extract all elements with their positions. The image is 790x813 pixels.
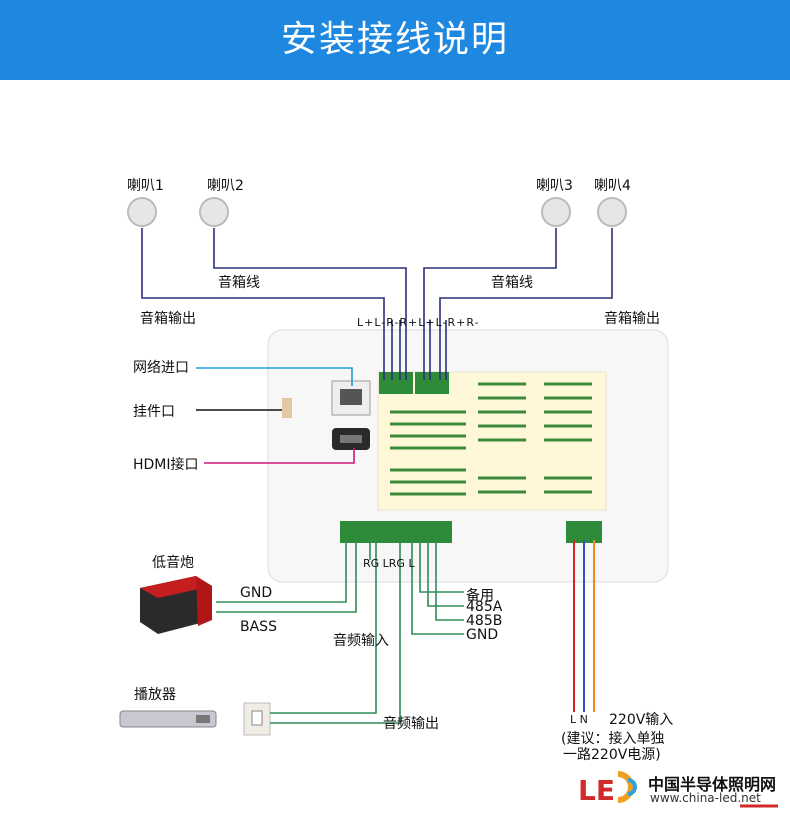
speaker-wire-right-label: 音箱线: [491, 275, 533, 291]
hdmi-socket: [340, 435, 362, 443]
speaker-2-label: 喇叭2: [207, 178, 244, 194]
advice-line-1: (建议：接入单独: [561, 731, 665, 747]
terminal-audio: [340, 521, 452, 543]
speaker-4-label: 喇叭4: [594, 178, 631, 194]
terminal-pins-label: L+L-R-R+L+L-R+R-: [357, 316, 480, 329]
terminal-speaker-a: [379, 372, 413, 394]
svg-text:LE: LE: [578, 774, 615, 807]
hdmi-wire: [204, 448, 355, 464]
speaker-3-icon: [541, 197, 571, 227]
subwoofer-label: 低音炮: [152, 555, 194, 571]
power-pins-label: L N: [570, 713, 588, 726]
speaker-1-icon: [127, 197, 157, 227]
hanging-label: 挂件口: [133, 404, 175, 420]
audio-out-label: 音频输出: [383, 716, 439, 732]
rg-lrgl-label: RG LRG L: [363, 557, 415, 570]
speaker-4-icon: [597, 197, 627, 227]
network-label: 网络进口: [133, 360, 189, 376]
speaker-out-left-label: 音箱输出: [140, 311, 196, 327]
led-logo-mark: LE: [578, 771, 637, 807]
hdmi-label: HDMI接口: [133, 457, 199, 473]
speaker-wire-left-label: 音箱线: [218, 275, 260, 291]
pcb-traces: [390, 382, 592, 496]
power-in-label: 220V输入: [609, 712, 674, 728]
terminal-power: [566, 521, 602, 543]
player-icon: [119, 710, 217, 728]
hanging-slot: [282, 398, 292, 418]
bass-label: BASS: [240, 619, 277, 635]
rj45-socket: [340, 389, 362, 405]
terminal-speaker-b: [415, 372, 449, 394]
audio-wires: [216, 540, 464, 724]
rs485a-label: 485A: [466, 599, 503, 615]
speaker-3-label: 喇叭3: [536, 178, 573, 194]
audio-in-label: 音频输入: [333, 633, 389, 649]
speaker-2-icon: [199, 197, 229, 227]
rs485b-label: 485B: [466, 613, 503, 629]
gnd-right-label: GND: [466, 627, 499, 643]
gnd-left-label: GND: [240, 585, 273, 601]
title-banner: [0, 0, 790, 80]
page-title: 安装接线说明: [280, 19, 509, 60]
logo-name: 中国半导体照明网: [648, 775, 777, 794]
speaker-wires: [141, 228, 613, 380]
spare-label: 备用: [466, 588, 494, 604]
player-label: 播放器: [134, 687, 176, 703]
advice-line-2: 一路220V电源): [563, 747, 661, 763]
speaker-1-label: 喇叭1: [127, 178, 164, 194]
speaker-out-right-label: 音箱输出: [604, 311, 660, 327]
network-wire: [196, 367, 353, 386]
logo-url: www.china-led.net: [650, 791, 761, 805]
